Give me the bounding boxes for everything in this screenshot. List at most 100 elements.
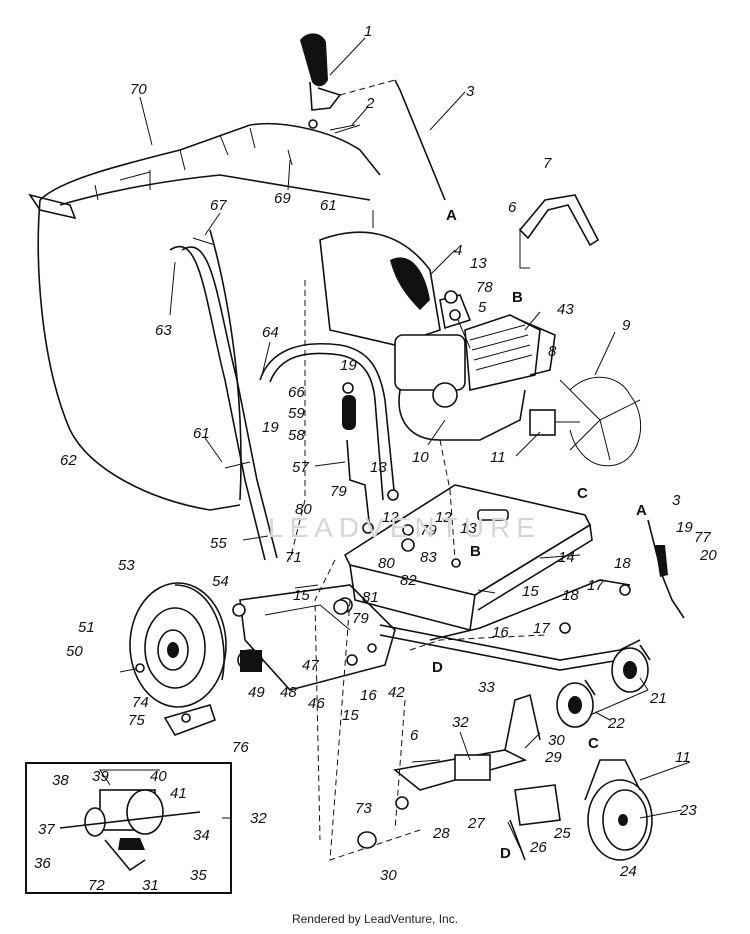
- callout-3-right: 3: [672, 492, 681, 509]
- callout-34: 34: [193, 827, 210, 844]
- callout-64: 64: [262, 324, 279, 341]
- callout-16-a: 16: [492, 624, 509, 641]
- watermark: LEADVENTURE: [268, 512, 541, 543]
- callout-51: 51: [78, 619, 95, 636]
- callout-42: 42: [388, 684, 405, 701]
- callout-12-a: 12: [382, 509, 399, 526]
- deck-plate: [343, 484, 593, 632]
- callout-77: 77: [694, 529, 711, 546]
- callout-81: 81: [362, 589, 379, 606]
- hardware: [119, 119, 631, 849]
- callout-3: 3: [466, 83, 475, 100]
- callout-28: 28: [432, 825, 450, 842]
- callout-72: 72: [88, 877, 105, 894]
- callout-67: 67: [210, 197, 227, 214]
- callout-66: 66: [288, 384, 305, 401]
- letter-b-top: B: [512, 289, 523, 306]
- callout-37: 37: [38, 821, 55, 838]
- callout-18-a: 18: [614, 555, 631, 572]
- callout-11-top: 11: [490, 449, 506, 466]
- callout-29: 29: [544, 749, 562, 766]
- callout-13-c: 13: [460, 520, 477, 537]
- callout-83: 83: [420, 549, 437, 566]
- callout-19-c: 19: [676, 519, 693, 536]
- callout-73: 73: [355, 800, 372, 817]
- callout-82: 82: [400, 572, 417, 589]
- callout-54: 54: [212, 573, 229, 590]
- callout-39: 39: [92, 768, 109, 785]
- callout-19-b: 19: [262, 419, 279, 436]
- callout-6-top: 6: [508, 199, 517, 216]
- callout-61-left: 61: [193, 425, 210, 442]
- callout-80-a: 80: [295, 501, 312, 518]
- callout-53: 53: [118, 557, 135, 574]
- callout-15-c: 15: [342, 707, 359, 724]
- callout-30-b: 30: [380, 867, 397, 884]
- callout-79-a: 79: [330, 483, 347, 500]
- callout-70: 70: [130, 81, 147, 98]
- letter-b-mid: B: [470, 543, 481, 560]
- callout-48: 48: [280, 684, 297, 701]
- callout-75: 75: [128, 712, 145, 729]
- callout-20: 20: [699, 547, 717, 564]
- callout-18-b: 18: [562, 587, 579, 604]
- callout-9: 9: [622, 317, 631, 334]
- callout-40: 40: [150, 768, 167, 785]
- callout-4: 4: [454, 242, 462, 259]
- handle-grip: [300, 33, 396, 111]
- letter-a-right: A: [636, 502, 647, 519]
- callout-16-b: 16: [360, 687, 377, 704]
- callout-15-b: 15: [293, 587, 310, 604]
- callout-15-a: 15: [522, 583, 539, 600]
- discharge-chute: [319, 231, 441, 346]
- callout-33: 33: [478, 679, 495, 696]
- callout-49: 49: [248, 684, 265, 701]
- callout-79-b: 79: [420, 522, 437, 539]
- callout-80-b: 80: [378, 555, 395, 572]
- belt-pulley: [584, 759, 653, 861]
- callout-71: 71: [285, 549, 302, 566]
- callout-41: 41: [170, 785, 187, 802]
- callout-63: 63: [155, 322, 172, 339]
- callout-30-a: 30: [548, 732, 565, 749]
- callout-8: 8: [548, 343, 557, 360]
- callout-25: 25: [553, 825, 571, 842]
- callout-76: 76: [232, 739, 249, 756]
- leader-lines: [139, 37, 691, 849]
- callout-1: 1: [364, 23, 372, 40]
- engine: [394, 294, 556, 441]
- callout-2: 2: [365, 95, 375, 112]
- callout-58: 58: [288, 427, 305, 444]
- callout-24: 24: [619, 863, 637, 880]
- callout-32-inset: 32: [250, 810, 267, 827]
- callout-57: 57: [292, 459, 309, 476]
- callout-17-b: 17: [533, 620, 550, 637]
- callout-38: 38: [52, 772, 69, 789]
- callout-31: 31: [142, 877, 159, 894]
- callout-78: 78: [476, 279, 493, 296]
- letter-d-bottom: D: [500, 845, 511, 862]
- front-casters: [556, 644, 651, 728]
- letter-c-bottom: C: [588, 735, 599, 752]
- callout-74: 74: [132, 694, 149, 711]
- callout-12-b: 12: [435, 509, 452, 526]
- callout-43: 43: [557, 301, 574, 318]
- callout-14: 14: [558, 549, 575, 566]
- part-callouts: 1 2 3 70 69 67 61 A 7 6 B 4 13 78 5 43 9…: [34, 23, 717, 894]
- callout-11-bottom: 11: [675, 749, 691, 766]
- footer-credit: Rendered by LeadVenture, Inc.: [291, 912, 459, 926]
- callout-5: 5: [478, 299, 487, 316]
- callout-69: 69: [274, 190, 291, 207]
- rear-wheel: [129, 582, 227, 708]
- callout-13-top: 13: [470, 255, 487, 272]
- callout-59: 59: [288, 405, 305, 422]
- callout-22: 22: [607, 715, 625, 732]
- callout-35: 35: [190, 867, 207, 884]
- callout-26: 26: [529, 839, 547, 856]
- callout-17-a: 17: [587, 577, 604, 594]
- letter-a-top: A: [446, 207, 457, 224]
- callout-21: 21: [649, 690, 667, 707]
- grass-bag: [28, 122, 381, 511]
- callout-19-a: 19: [340, 357, 357, 374]
